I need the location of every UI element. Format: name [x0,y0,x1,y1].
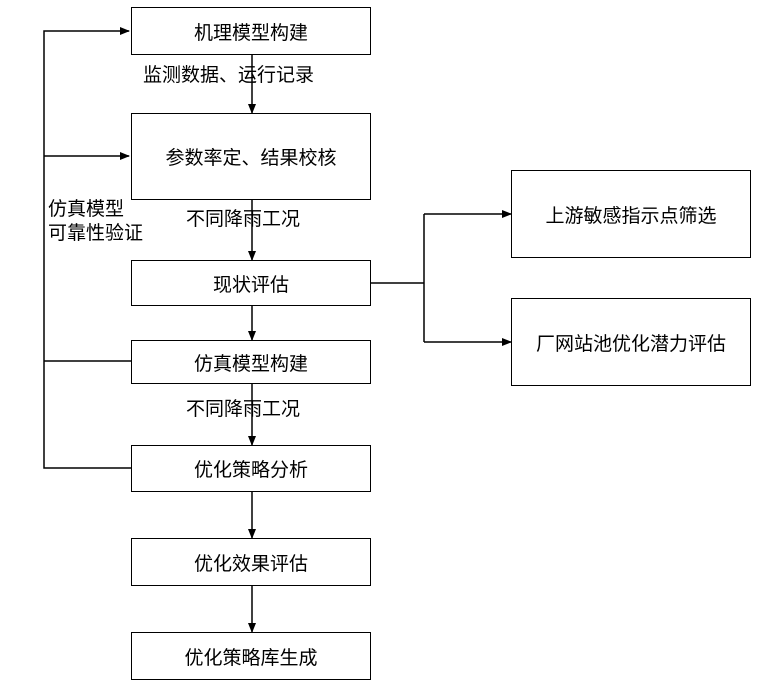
label-rain-conditions-1: 不同降雨工况 [186,208,301,230]
node-mechanism-model: 机理模型构建 [131,7,371,55]
node-effect-evaluation: 优化效果评估 [131,538,371,586]
node-potential-evaluation: 厂网站池优化潜力评估 [511,298,751,386]
label-reliability-line2: 可靠性验证 [48,222,144,244]
label-rain-conditions-2: 不同降雨工况 [186,398,301,420]
node-library-generation: 优化策略库生成 [131,632,371,680]
label-reliability-line1: 仿真模型 [48,198,125,220]
node-strategy-analysis: 优化策略分析 [131,445,371,492]
node-param-calibration: 参数率定、结果校核 [131,113,371,200]
node-status-evaluation: 现状评估 [131,260,371,306]
label-monitoring-data: 监测数据、运行记录 [143,64,315,86]
feedback-loop-line [43,27,131,469]
node-sim-model: 仿真模型构建 [131,340,371,384]
node-upstream-screening: 上游敏感指示点筛选 [511,170,751,258]
